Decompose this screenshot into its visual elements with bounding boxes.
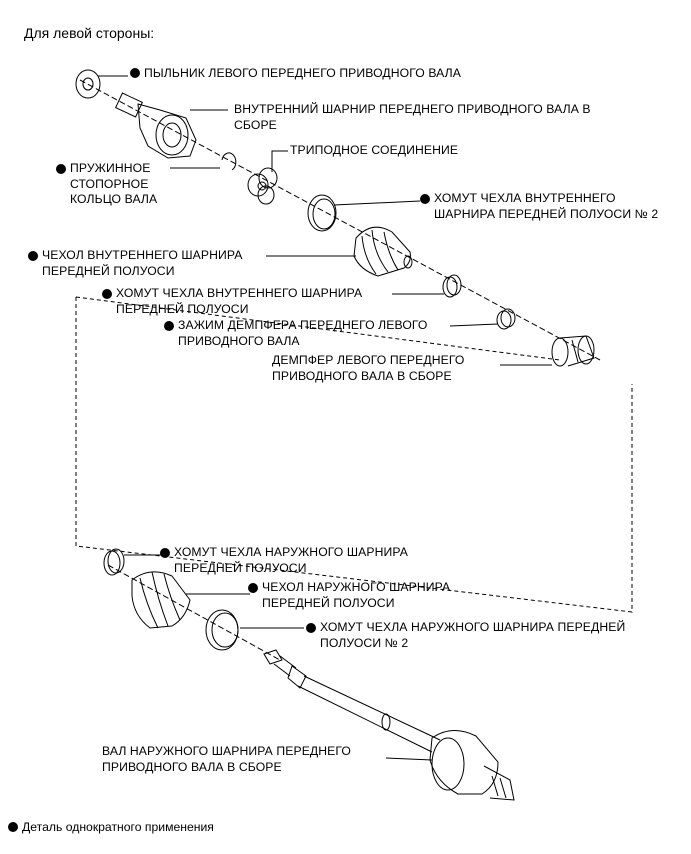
dust-deflector-part [75, 69, 101, 99]
label-outboard-clamp-no2: ХОМУТ ЧЕХЛА НАРУЖНОГО ШАРНИРА ПЕРЕДНЕЙ П… [306, 620, 625, 651]
single-use-marker-icon [160, 548, 170, 558]
leader-lines [98, 75, 552, 761]
legend: Деталь однократного применения [8, 820, 214, 834]
label-inboard-boot-text: ЧЕХОЛ ВНУТРЕННЕГО ШАРНИРА ПЕРЕДНЕЙ ПОЛУО… [42, 248, 243, 278]
inboard-clamp-no2-part [307, 194, 337, 232]
label-dust-deflector-text: ПЫЛЬНИК ЛЕВОГО ПЕРЕДНЕГО ПРИВОДНОГО ВАЛА [144, 66, 461, 80]
label-inboard-joint: ВНУТРЕННИЙ ШАРНИР ПЕРЕДНЕГО ПРИВОДНОГО В… [234, 102, 591, 132]
snap-ring-part [221, 152, 237, 171]
label-snap-ring: ПРУЖИННОЕ СТОПОРНОЕ КОЛЬЦО ВАЛА [56, 161, 157, 208]
label-outboard-boot: ЧЕХОЛ НАРУЖНОГО ШАРНИРА ПЕРЕДНЕЙ ПОЛУОСИ [248, 580, 450, 611]
single-use-marker-icon [28, 251, 38, 261]
single-use-marker-icon [130, 68, 140, 78]
label-outboard-clamp-no2-text: ХОМУТ ЧЕХЛА НАРУЖНОГО ШАРНИРА ПЕРЕДНЕЙ П… [320, 620, 626, 650]
single-use-marker-icon [56, 164, 66, 174]
label-snap-ring-text: ПРУЖИННОЕ СТОПОРНОЕ КОЛЬЦО ВАЛА [70, 161, 158, 206]
single-use-marker-icon [102, 289, 112, 299]
label-damper: ДЕМПФЕР ЛЕВОГО ПЕРЕДНЕГО ПРИВОДНОГО ВАЛА… [272, 353, 465, 383]
label-inboard-clamp-no2-text: ХОМУТ ЧЕХЛА ВНУТРЕННЕГО ШАРНИРА ПЕРЕДНЕЙ… [434, 191, 659, 221]
outboard-clamp-part [103, 548, 125, 576]
single-use-marker-icon [306, 623, 316, 633]
inboard-boot-part [353, 226, 413, 277]
label-outboard-clamp: ХОМУТ ЧЕХЛА НАРУЖНОГО ШАРНИРА ПЕРЕДНЕЙ П… [160, 545, 408, 576]
label-tripod: ТРИПОДНОЕ СОЕДИНЕНИЕ [290, 143, 459, 157]
axis-line-lower [107, 564, 281, 661]
label-inboard-clamp-text: ХОМУТ ЧЕХЛА ВНУТРЕННЕГО ШАРНИРА ПЕРЕДНЕЙ… [116, 286, 363, 316]
label-outboard-shaft: ВАЛ НАРУЖНОГО ШАРНИРА ПЕРЕДНЕГО ПРИВОДНО… [102, 744, 351, 774]
inboard-joint-part [114, 92, 197, 159]
outboard-boot-part [131, 571, 191, 629]
outboard-shaft-part [263, 649, 515, 801]
label-inboard-clamp-no2: ХОМУТ ЧЕХЛА ВНУТРЕННЕГО ШАРНИРА ПЕРЕДНЕЙ… [420, 191, 658, 222]
single-use-marker-icon [248, 583, 258, 593]
label-dust-deflector: ПЫЛЬНИК ЛЕВОГО ПЕРЕДНЕГО ПРИВОДНОГО ВАЛА [130, 66, 461, 82]
label-outboard-clamp-text: ХОМУТ ЧЕХЛА НАРУЖНОГО ШАРНИРА ПЕРЕДНЕЙ П… [174, 545, 409, 575]
legend-text: Деталь однократного применения [22, 820, 214, 834]
label-outboard-boot-text: ЧЕХОЛ НАРУЖНОГО ШАРНИРА ПЕРЕДНЕЙ ПОЛУОСИ [262, 580, 451, 610]
inboard-clamp-part [442, 274, 462, 298]
group-bracket [75, 297, 633, 613]
damper-part [551, 335, 595, 367]
legend-marker-icon [8, 822, 18, 832]
outboard-clamp-no2-part [205, 609, 239, 651]
label-damper-clamp: ЗАЖИМ ДЕМПФЕРА ПЕРЕДНЕГО ЛЕВОГО ПРИВОДНО… [164, 318, 428, 349]
damper-clamp-part [496, 308, 516, 330]
label-inboard-boot: ЧЕХОЛ ВНУТРЕННЕГО ШАРНИРА ПЕРЕДНЕЙ ПОЛУО… [28, 248, 243, 279]
single-use-marker-icon [164, 321, 174, 331]
label-inboard-clamp: ХОМУТ ЧЕХЛА ВНУТРЕННЕГО ШАРНИРА ПЕРЕДНЕЙ… [102, 286, 362, 317]
single-use-marker-icon [420, 194, 430, 204]
label-damper-clamp-text: ЗАЖИМ ДЕМПФЕРА ПЕРЕДНЕГО ЛЕВОГО ПРИВОДНО… [178, 318, 428, 348]
page-title: Для левой стороны: [24, 25, 155, 41]
tripod-part [247, 167, 278, 205]
group-bracket-top [75, 296, 561, 361]
